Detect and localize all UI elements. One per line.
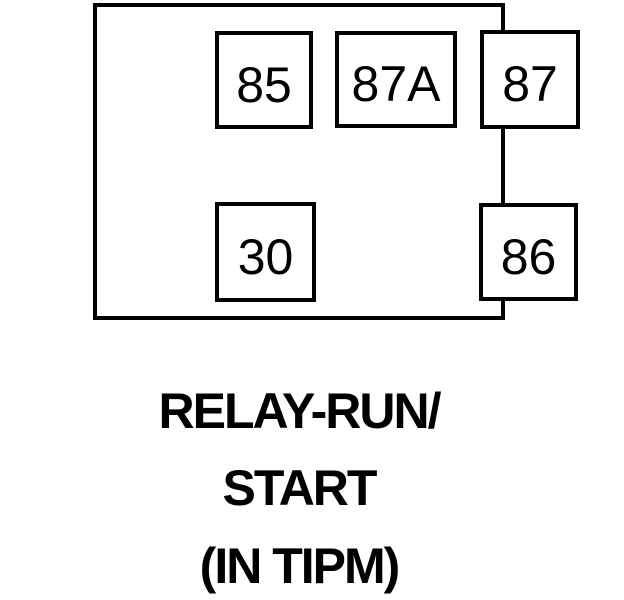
pin-box-87a: 87A xyxy=(335,31,457,128)
pin-label-30: 30 xyxy=(237,228,294,285)
pin-box-85: 85 xyxy=(215,31,313,129)
pin-box-86: 86 xyxy=(479,203,578,301)
caption-line-1: RELAY-RUN/ xyxy=(158,383,442,439)
pin-label-86: 86 xyxy=(500,228,557,285)
relay-body-outline: 85 87A 87 30 86 xyxy=(93,3,580,320)
caption-line-2: START xyxy=(222,460,378,516)
pin-box-87: 87 xyxy=(480,30,580,129)
caption-line-3: (IN TIPM) xyxy=(199,538,401,594)
pin-label-85: 85 xyxy=(236,56,292,113)
pin-box-30: 30 xyxy=(215,202,316,302)
pin-label-87: 87 xyxy=(502,56,558,112)
pin-label-87a: 87A xyxy=(351,56,441,112)
